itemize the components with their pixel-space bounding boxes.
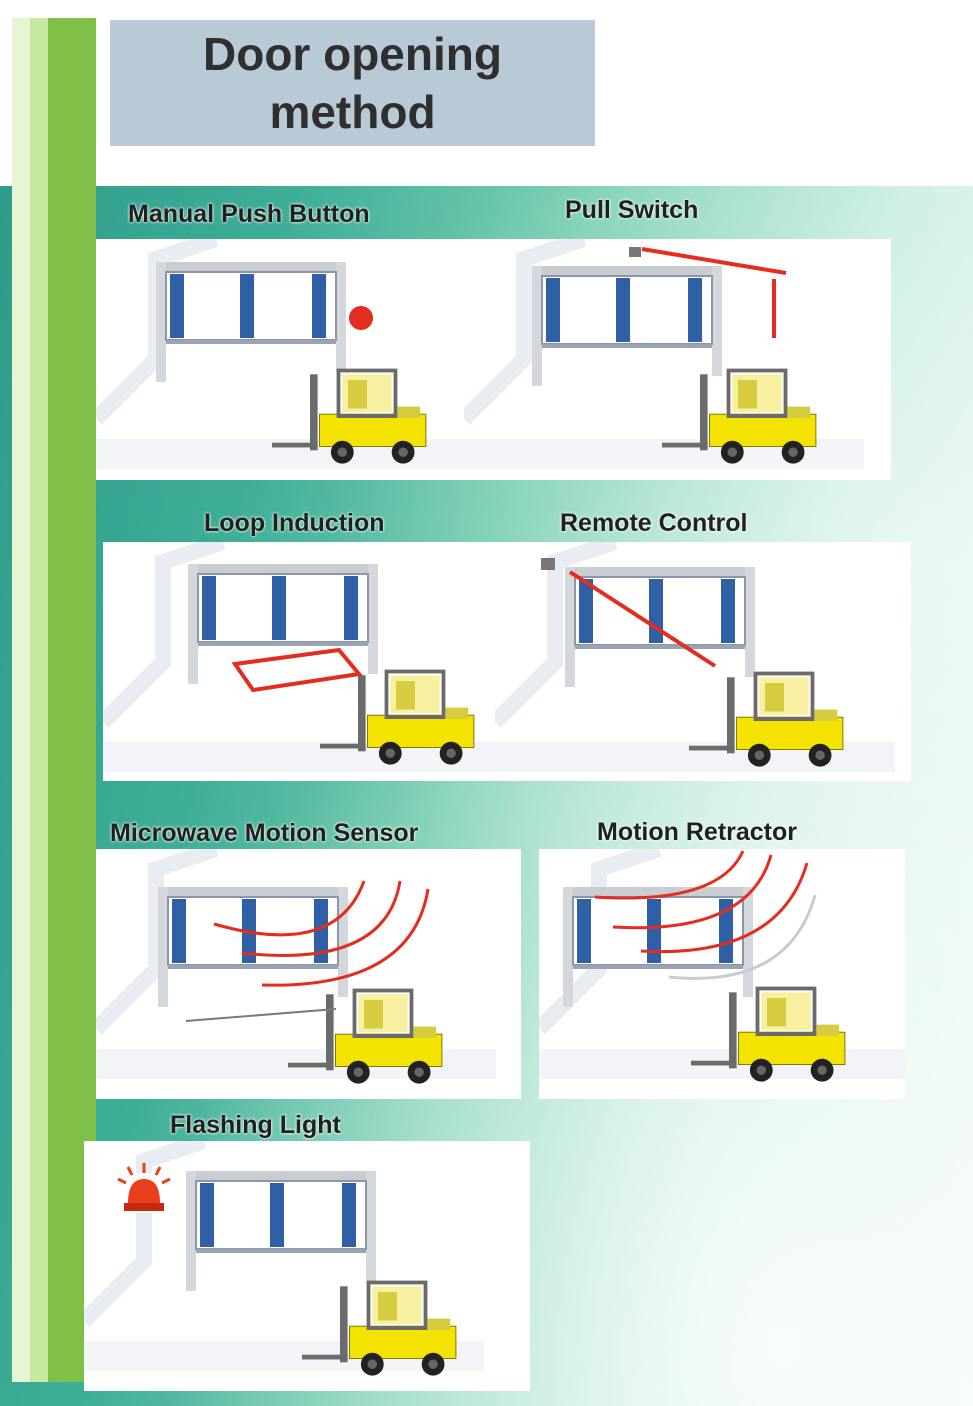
page-title: Door opening method <box>203 28 502 138</box>
sensor-shadow <box>185 1008 337 1022</box>
panel-microwave-motion-sensor <box>96 849 521 1099</box>
retractor-wave-1 <box>594 850 745 900</box>
flashing-light-icon <box>117 1163 171 1213</box>
label-loop-induction: Loop Induction <box>204 509 385 537</box>
illustration-remote-control <box>495 542 911 781</box>
panel-loop-induction <box>103 542 495 781</box>
label-flashing-light: Flashing Light <box>170 1111 341 1139</box>
push-button-icon <box>349 306 373 330</box>
label-remote-control: Remote Control <box>560 509 748 537</box>
pull-cord <box>641 247 787 275</box>
panel-flashing-light <box>84 1141 530 1391</box>
panel-remote-control <box>495 542 911 781</box>
sensor-wave-2 <box>241 880 402 957</box>
label-pull-switch: Pull Switch <box>565 196 699 224</box>
induction-loop <box>231 647 363 693</box>
retractor-wave-2 <box>612 854 773 930</box>
retractor-wave-3 <box>640 862 809 954</box>
illustration-microwave-motion-sensor <box>96 849 521 1099</box>
illustration-manual-push-button <box>96 239 464 480</box>
sensor-wave-3 <box>261 888 430 987</box>
remote-signal-line <box>568 570 717 668</box>
illustration-pull-switch <box>464 239 891 480</box>
label-motion-retractor: Motion Retractor <box>597 818 797 846</box>
illustration-flashing-light <box>84 1141 530 1391</box>
label-microwave-motion-sensor: Microwave Motion Sensor <box>110 819 419 847</box>
panel-manual-push-button <box>96 239 464 480</box>
sensor-wave-1 <box>213 880 366 937</box>
pull-switch-box-icon <box>629 247 641 257</box>
panel-motion-retractor <box>539 849 905 1099</box>
illustration-motion-retractor <box>539 849 905 1099</box>
panel-pull-switch <box>464 239 891 480</box>
title-box: Door opening method <box>110 20 595 146</box>
left-stripe-mid <box>30 18 48 1382</box>
label-manual-push-button: Manual Push Button <box>128 200 370 228</box>
watermark: slideplayer <box>934 187 967 194</box>
illustration-loop-induction <box>103 542 495 781</box>
remote-receiver-icon <box>541 558 555 570</box>
left-stripe-light <box>12 18 30 1382</box>
retractor-shadow-wave <box>668 894 817 980</box>
